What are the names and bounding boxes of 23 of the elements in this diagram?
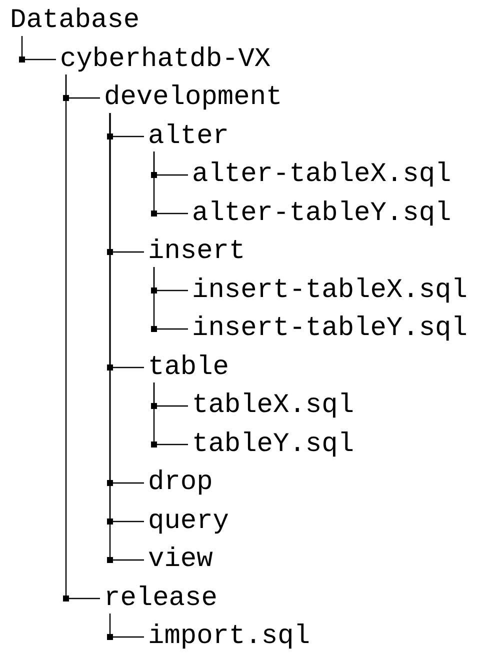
tree-connector — [109, 614, 144, 638]
tree-item-label: insert-tableY.sql — [192, 312, 468, 346]
tree-root-label: Database — [10, 4, 140, 38]
tree-connector — [153, 382, 188, 446]
tree-item-label: alter-tableX.sql — [192, 158, 452, 192]
tree-item-label: insert-tableX.sql — [192, 274, 468, 308]
tree-connector — [153, 267, 188, 330]
tree-item-label: alter-tableY.sql — [192, 196, 452, 230]
tree-item-label: table — [148, 350, 230, 384]
tree-item-label: import.sql — [148, 620, 310, 654]
tree-item-label: query — [148, 504, 230, 538]
tree-item-label: view — [148, 543, 213, 577]
tree-item-label: drop — [148, 466, 213, 500]
tree-item-label: alter — [148, 120, 230, 154]
tree-connector — [21, 36, 56, 60]
tree-item-label: development — [104, 81, 282, 115]
tree-item-label: insert — [148, 235, 246, 269]
tree-item-label: tableX.sql — [192, 389, 354, 423]
tree-item-label: cyberhatdb-VX — [60, 42, 271, 76]
tree-connector — [153, 152, 188, 214]
tree-item-label: tableY.sql — [192, 428, 354, 462]
tree-item-label: release — [104, 582, 218, 616]
tree-connector — [65, 74, 100, 600]
